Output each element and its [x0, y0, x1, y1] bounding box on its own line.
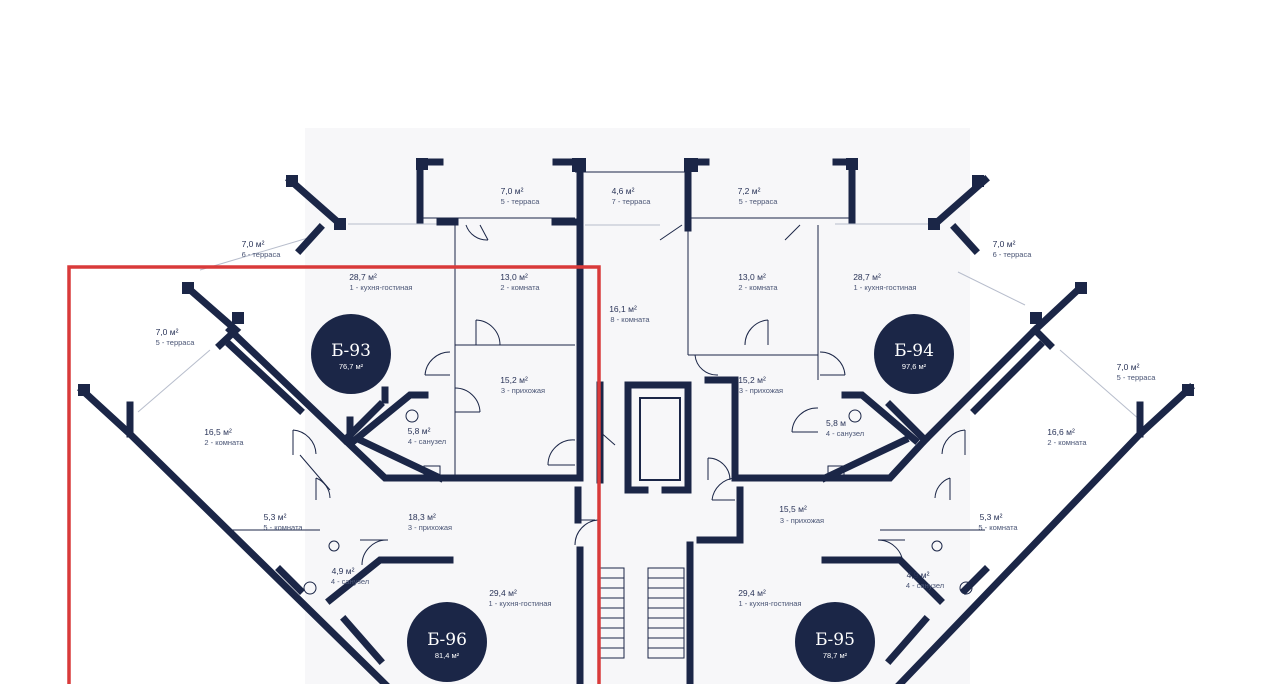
wall-piers: [78, 158, 1194, 396]
room-name: 1 - кухня-гостиная: [489, 599, 552, 608]
room-name: 2 - комната: [1047, 438, 1087, 447]
room-name: 4 - санузел: [408, 437, 446, 446]
walls: [77, 158, 1195, 684]
apartment-code: Б-96: [427, 630, 467, 650]
apartment-area: 97,6 м²: [902, 362, 927, 371]
apartment-area: 76,7 м²: [339, 362, 364, 371]
room-area: 28,7 м²: [853, 272, 881, 282]
room-area: 18,3 м²: [408, 512, 436, 522]
room-area: 13,0 м²: [738, 272, 766, 282]
selection-highlight: [67, 265, 601, 684]
room-name: 2 - комната: [738, 283, 778, 292]
elevator-shaft: [639, 397, 681, 481]
bathroom-fixtures: [303, 409, 973, 595]
room-name: 8 - комната: [610, 315, 650, 324]
room-area: 16,5 м²: [204, 427, 232, 437]
room-area: 15,5 м²: [779, 504, 807, 514]
room-area: 7,2 м²: [738, 186, 761, 196]
apartment-badge-b93[interactable]: Б-93 76,7 м²: [311, 314, 391, 394]
apartment-badge-b94[interactable]: Б-94 97,6 м²: [874, 314, 954, 394]
room-name: 4 - санузел: [826, 429, 864, 438]
apartment-code: Б-95: [815, 630, 855, 650]
room-name: 3 - прихожая: [739, 386, 783, 395]
room-area: 29,4 м²: [738, 588, 766, 598]
room-area: 4,9 м²: [332, 566, 355, 576]
floor-background: [305, 128, 970, 684]
room-name: 5 - терраса: [501, 197, 541, 206]
room-area: 7,0 м²: [242, 239, 265, 249]
apartment-area: 81,4 м²: [435, 651, 460, 660]
room-area: 15,2 м²: [738, 375, 766, 385]
room-area: 16,1 м²: [609, 304, 637, 314]
room-name: 4 - санузел: [331, 577, 369, 586]
room-name: 5 - комната: [263, 523, 303, 532]
room-name: 4 - санузел: [906, 581, 944, 590]
room-area: 29,4 м²: [489, 588, 517, 598]
room-area: 4,6 м²: [612, 186, 635, 196]
room-name: 1 - кухня-гостиная: [739, 599, 802, 608]
room-name: 5 - терраса: [156, 338, 196, 347]
room-labels: 7,0 м² 5 - терраса 4,6 м² 7 - терраса 7,…: [156, 186, 1157, 608]
room-area: 13,0 м²: [500, 272, 528, 282]
apartment-badge-b95[interactable]: Б-95 78,7 м²: [795, 602, 875, 682]
apartment-area: 78,7 м²: [823, 651, 848, 660]
room-name: 1 - кухня-гостиная: [350, 283, 413, 292]
room-area: 7,0 м²: [1117, 362, 1140, 372]
room-area: 7,0 м²: [501, 186, 524, 196]
room-name: 7 - терраса: [612, 197, 652, 206]
room-area: 7,0 м²: [993, 239, 1016, 249]
room-area: 7,0 м²: [156, 327, 179, 337]
room-name: 1 - кухня-гостиная: [854, 283, 917, 292]
room-area: 15,2 м²: [500, 375, 528, 385]
windows: [137, 223, 1141, 421]
room-area: 4,9 м²: [907, 570, 930, 580]
room-area: 16,6 м²: [1047, 427, 1075, 437]
doors: [292, 224, 966, 566]
room-name: 5 - терраса: [739, 197, 779, 206]
room-area: 5,3 м²: [264, 512, 287, 522]
partitions: [230, 171, 985, 531]
room-name: 2 - комната: [204, 438, 244, 447]
room-name: 2 - комната: [500, 283, 540, 292]
room-name: 3 - прихожая: [780, 516, 824, 525]
room-name: 6 - терраса: [242, 250, 282, 259]
room-area: 5,8 м²: [408, 426, 431, 436]
room-area: 28,7 м²: [349, 272, 377, 282]
room-name: 5 - терраса: [1117, 373, 1157, 382]
apartment-code: Б-93: [331, 341, 371, 361]
room-name: 3 - прихожая: [501, 386, 545, 395]
room-area: 5,8 м: [826, 418, 846, 428]
room-name: 3 - прихожая: [408, 523, 452, 532]
room-name: 6 - терраса: [993, 250, 1033, 259]
apartment-code: Б-94: [894, 341, 934, 361]
room-area: 5,3 м²: [980, 512, 1003, 522]
staircase-right: [647, 567, 685, 659]
room-name: 5 - комната: [978, 523, 1018, 532]
apartment-badge-b96[interactable]: Б-96 81,4 м²: [407, 602, 487, 682]
